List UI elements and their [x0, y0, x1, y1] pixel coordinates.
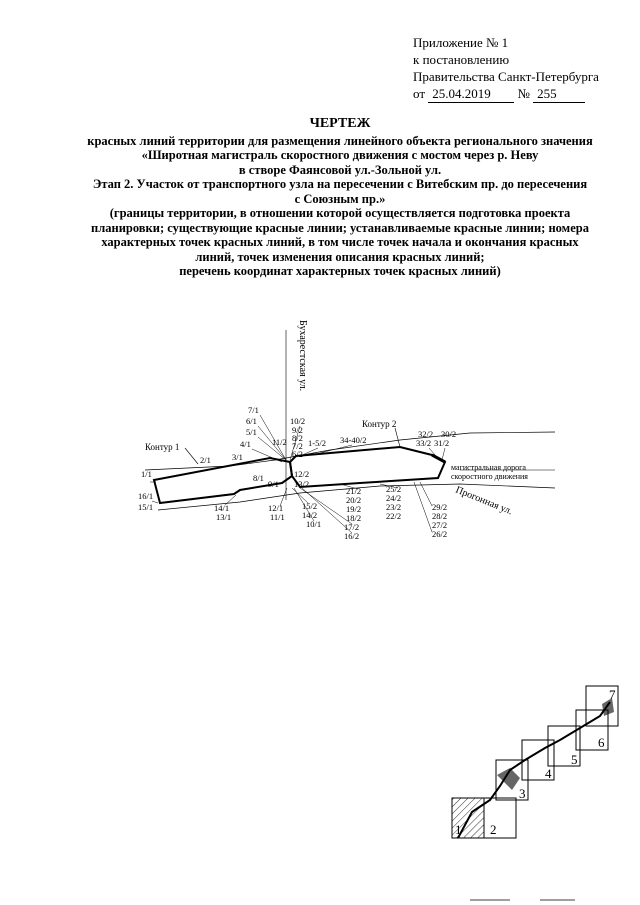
point-label: 28/2	[432, 511, 447, 521]
road-boundary-lower	[157, 483, 556, 511]
point-label: 26/2	[432, 529, 447, 539]
point-label: 12/1	[268, 503, 283, 513]
point-label: 11/1	[270, 512, 285, 522]
sheet-numbers: 1 2 3 4 5 6 7	[455, 687, 616, 837]
point-label: 6/2	[292, 449, 303, 459]
point-label: 34-40/2	[340, 435, 366, 445]
sheet-number: 2	[490, 822, 497, 837]
title-line-4: Этап 2. Участок от транспортного узла на…	[92, 177, 588, 191]
point-label: 5/1	[246, 427, 257, 437]
point-label: 14/2	[302, 510, 317, 520]
leader-lines	[150, 414, 446, 534]
point-label: 15/2	[302, 501, 317, 511]
street-bukharestskaya: Бухарестская ул.	[297, 320, 308, 391]
point-label: 1-5/2	[308, 438, 326, 448]
sheet-number: 1	[455, 822, 462, 837]
point-label: 8/2	[292, 433, 303, 443]
point-label: 8/1	[253, 473, 264, 483]
point-label: 16/1	[138, 491, 153, 501]
point-label: 17/2	[344, 522, 359, 532]
title-line-3: в створе Фаянсовой ул.-Зольной ул.	[238, 162, 442, 177]
points-bottom: 14/1 13/1 12/1 11/1 15/2 14/2 10/1 17/2 …	[214, 484, 447, 541]
point-label: 13/2	[294, 479, 309, 489]
point-label: 4/1	[240, 439, 251, 449]
title-line-2: «Широтная магистраль скоростного движени…	[141, 148, 539, 162]
point-label: 25/2	[386, 484, 401, 494]
point-label: 14/1	[214, 503, 229, 513]
appendix-header: Приложение № 1 к постановлению Правитель…	[413, 34, 599, 103]
title-line-1: красных линий территории для размещения …	[87, 133, 593, 148]
point-label: 27/2	[432, 520, 447, 530]
title-line-10: перечень координат характерных точек кра…	[179, 264, 501, 278]
contour-2-outline	[288, 445, 447, 489]
point-label: 32/2	[418, 429, 433, 439]
sheet-7	[585, 685, 619, 727]
contour-2-label: Контур 2	[362, 419, 396, 429]
point-label: 11/2	[272, 437, 287, 447]
street-progonnaya: Прогонная ул.	[454, 485, 514, 518]
appendix-line-2: к постановлению	[413, 52, 510, 67]
title-line-5: с Союзным пр.»	[294, 191, 386, 206]
point-label: 13/1	[216, 512, 231, 522]
appendix-date-line: от 25.04.2019 № 255	[413, 85, 599, 103]
date-prefix: от	[413, 86, 426, 101]
road-label-1: магистральная дорога	[451, 463, 526, 472]
title-line-7: планировки; существующие красные линии; …	[91, 220, 589, 235]
point-label: 20/2	[346, 495, 361, 505]
title-main: ЧЕРТЕЖ	[309, 116, 371, 131]
sheet-number: 5	[571, 752, 578, 767]
title-line-9: линий, точек изменения описания красных …	[195, 249, 485, 264]
point-label: 30/2	[441, 429, 456, 439]
road-label-2: скоростного движения	[451, 472, 528, 481]
appendix-line-1: Приложение № 1	[413, 35, 509, 50]
point-label: 18/2	[346, 513, 361, 523]
title-line-8: характерных точек красных линий, в том ч…	[101, 235, 579, 249]
sheet-2	[483, 797, 517, 839]
point-label: 10/1	[306, 519, 321, 529]
contour-1-outline	[152, 456, 294, 505]
point-label: 1/1	[141, 469, 152, 479]
point-label: 33/2	[416, 438, 431, 448]
point-label: 21/2	[346, 486, 361, 496]
point-label: 3/1	[232, 452, 243, 462]
title-line-6: (границы территории, в отношении которой…	[109, 206, 571, 220]
point-label: 24/2	[386, 493, 401, 503]
decree-date: 25.04.2019	[428, 85, 515, 103]
sheet-number: 7	[609, 687, 616, 702]
point-label: 31/2	[434, 438, 449, 448]
appendix-line-3: Правительства Санкт-Петербурга	[413, 69, 599, 84]
point-label: 12/2	[294, 469, 309, 479]
points-top: 7/1 6/1 5/1 4/1 10/2 9/2 8/2 7/2 6/2 11/…	[138, 405, 456, 512]
point-label: 7/2	[292, 441, 303, 451]
route-line	[457, 701, 611, 839]
point-label: 22/2	[386, 511, 401, 521]
point-label: 2/1	[200, 455, 211, 465]
sheet-map: 1 2 3 4 5 6 7	[451, 685, 619, 839]
sheet-number: 4	[545, 766, 552, 781]
point-label: 7/1	[248, 405, 259, 415]
point-label: 9/2	[292, 425, 303, 435]
sheet-number: 3	[519, 786, 526, 801]
decree-number: 255	[533, 85, 586, 103]
contour-1-label: Контур 1	[145, 442, 179, 452]
sheet-4	[521, 739, 555, 781]
sheet-number: 6	[598, 735, 605, 750]
drawing-title: ЧЕРТЕЖ красных линий территории для разм…	[60, 116, 620, 279]
number-prefix: №	[517, 86, 530, 101]
point-label: 6/1	[246, 416, 257, 426]
point-label: 10/2	[290, 416, 305, 426]
point-label: 19/2	[346, 504, 361, 514]
point-label: 15/1	[138, 502, 153, 512]
point-label: 9/1	[268, 479, 279, 489]
point-label: 29/2	[432, 502, 447, 512]
point-label: 16/2	[344, 531, 359, 541]
point-label: 23/2	[386, 502, 401, 512]
